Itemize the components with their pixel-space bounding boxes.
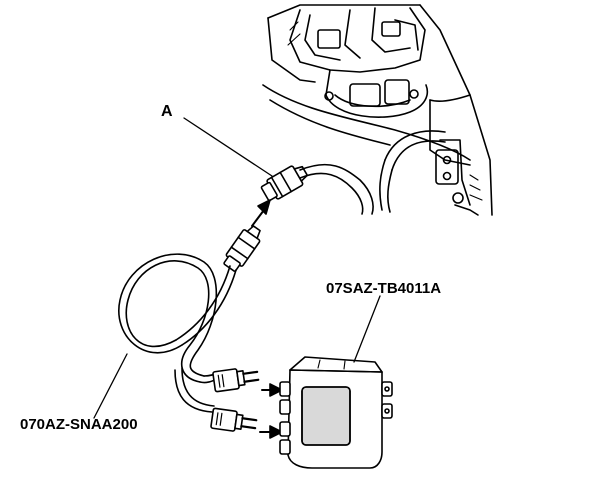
callout-a: A [161,103,173,120]
plug-upper [212,368,260,393]
callout-harness-part-number: 070AZ-SNAA200 [20,416,138,433]
arrowhead-up [251,199,271,227]
plug-lower [210,407,258,432]
leader-harness [93,353,128,419]
tester-harness-cable [118,253,237,413]
test-box [279,356,393,469]
leader-tester [353,295,381,363]
vehicle-harness [299,163,374,215]
vehicle-structure [262,4,493,216]
connector-a [260,165,309,202]
arrowheads-plugs [259,383,283,439]
leader-a [183,117,273,177]
callout-tester-part-number: 07SAZ-TB4011A [326,280,442,297]
tester-harness-connector [223,225,261,272]
